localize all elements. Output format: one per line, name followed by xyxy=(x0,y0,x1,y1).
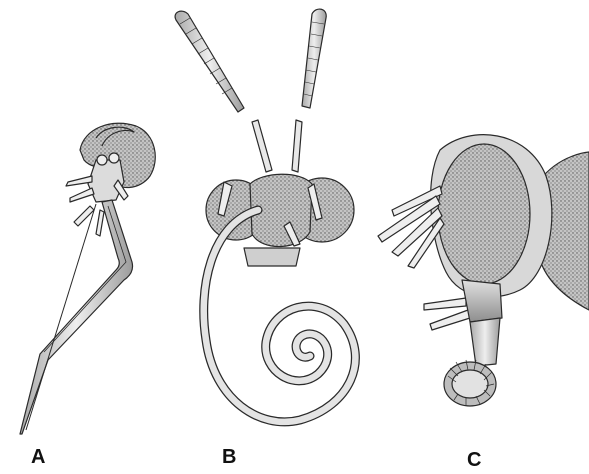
panel-c-sucking-mouthparts xyxy=(378,135,589,406)
panel-c-palp-1 xyxy=(424,298,466,310)
panel-b-antenna-club-left xyxy=(175,11,244,112)
panel-a-palp-left-2 xyxy=(70,188,94,202)
panel-a-proboscis-head xyxy=(20,123,155,434)
panel-a-palp-lower-2 xyxy=(74,206,94,226)
panel-b-antenna-stalk-right xyxy=(292,120,302,172)
panel-a-antenna-socket xyxy=(97,155,107,165)
panel-b-clypeus xyxy=(244,248,300,266)
panel-c-compound-eye xyxy=(438,144,530,284)
panel-a-label: A xyxy=(31,446,45,469)
panel-c-label: C xyxy=(467,449,481,472)
panel-c-palp-2 xyxy=(430,310,470,330)
panel-a-palp-lower xyxy=(96,210,104,236)
panel-b-antenna-stalk-left xyxy=(252,120,272,172)
panel-c-labellum-inner xyxy=(452,370,488,398)
panel-b-coiled-proboscis-head xyxy=(175,9,355,422)
panel-c-proboscis-stalk xyxy=(470,318,500,366)
panel-b-label: B xyxy=(222,446,236,469)
panel-a-antenna-socket-2 xyxy=(109,153,119,163)
